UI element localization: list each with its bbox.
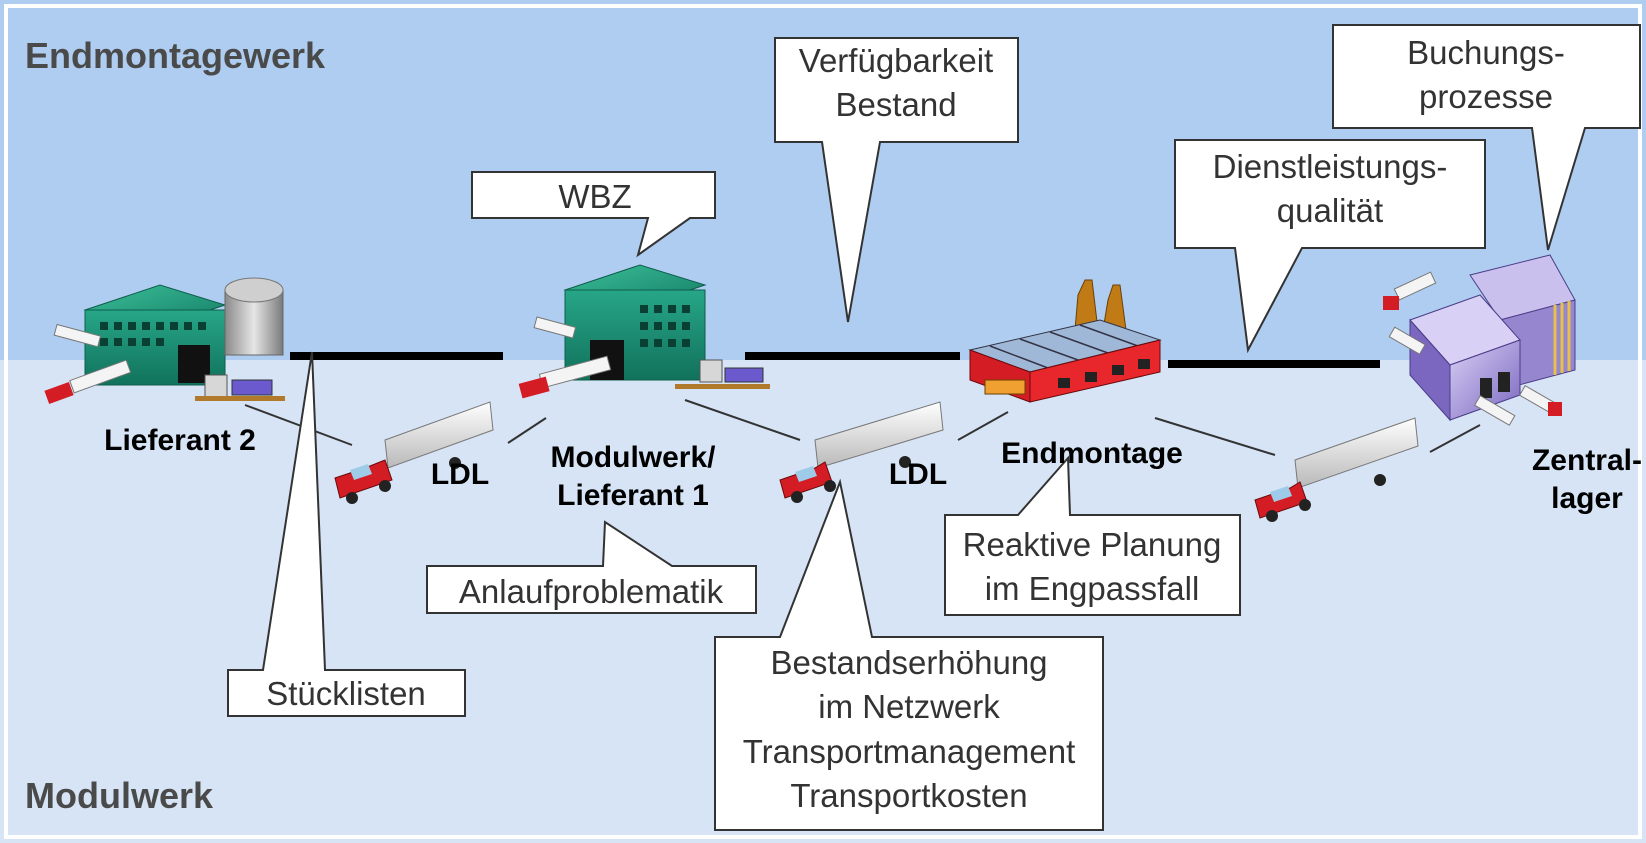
callout-reaktiv: Reaktive Planung im Engpassfall xyxy=(944,455,1241,616)
callout-reaktiv-line2: im Engpassfall xyxy=(985,570,1200,607)
factory-lieferant2-icon xyxy=(44,277,285,405)
factory-modulwerk-icon xyxy=(518,264,770,399)
region-label-top: Endmontagewerk xyxy=(25,35,326,76)
callout-bestand-line2: im Netzwerk xyxy=(818,688,1000,725)
callout-dienstleistung-line2: qualität xyxy=(1277,192,1383,229)
node-label-zentrallager-line1: Zentral- xyxy=(1532,444,1642,477)
node-label-modulwerk-line2: Lieferant 1 xyxy=(557,479,709,512)
node-label-modulwerk-line1: Modulwerk/ xyxy=(550,441,716,474)
callout-bestand: Bestandserhöhung im Netzwerk Transportma… xyxy=(714,478,1104,831)
callout-bestand-line3: Transportmanagement xyxy=(743,733,1076,770)
truck-connectors xyxy=(244,399,1481,456)
callout-dienstleistung: Dienstleistungs- qualität xyxy=(1174,139,1486,354)
callout-anlauf-text: Anlaufproblematik xyxy=(459,573,724,610)
callout-dienstleistung-line1: Dienstleistungs- xyxy=(1213,148,1448,185)
warehouse-zentrallager-icon xyxy=(1383,254,1576,426)
truck-ldl1-icon xyxy=(334,401,494,504)
callout-stuecklisten: Stücklisten xyxy=(227,351,466,717)
callout-wbz-text: WBZ xyxy=(558,178,631,215)
callout-reaktiv-line1: Reaktive Planung xyxy=(963,526,1222,563)
callout-stuecklisten-text: Stücklisten xyxy=(266,675,426,712)
callout-verfuegbarkeit: Verfügbarkeit Bestand xyxy=(774,37,1019,323)
callout-bestand-line4: Transportkosten xyxy=(790,777,1027,814)
callout-anlauf: Anlaufproblematik xyxy=(426,520,757,614)
callout-bestand-line1: Bestandserhöhung xyxy=(770,644,1047,681)
node-label-endmontage: Endmontage xyxy=(1001,437,1183,470)
truck-zentrallager-icon xyxy=(1254,417,1419,522)
diagram-frame xyxy=(4,4,1642,839)
site-connectors xyxy=(290,352,1380,368)
truck-ldl2-icon xyxy=(779,401,944,503)
node-label-ldl-2: LDL xyxy=(889,458,947,491)
node-label-ldl-1: LDL xyxy=(431,458,489,491)
callout-verfuegbarkeit-line1: Verfügbarkeit xyxy=(799,42,993,79)
node-label-zentrallager-line2: lager xyxy=(1551,482,1623,515)
factory-endmontage-icon xyxy=(968,279,1162,403)
callout-verfuegbarkeit-line2: Bestand xyxy=(835,86,956,123)
callout-buchung: Buchungs- prozesse xyxy=(1332,24,1641,251)
node-label-lieferant2: Lieferant 2 xyxy=(104,424,256,457)
region-label-bottom: Modulwerk xyxy=(25,775,214,816)
callout-wbz: WBZ xyxy=(471,171,716,258)
callout-buchung-line2: prozesse xyxy=(1419,78,1553,115)
callout-buchung-line1: Buchungs- xyxy=(1407,34,1565,71)
